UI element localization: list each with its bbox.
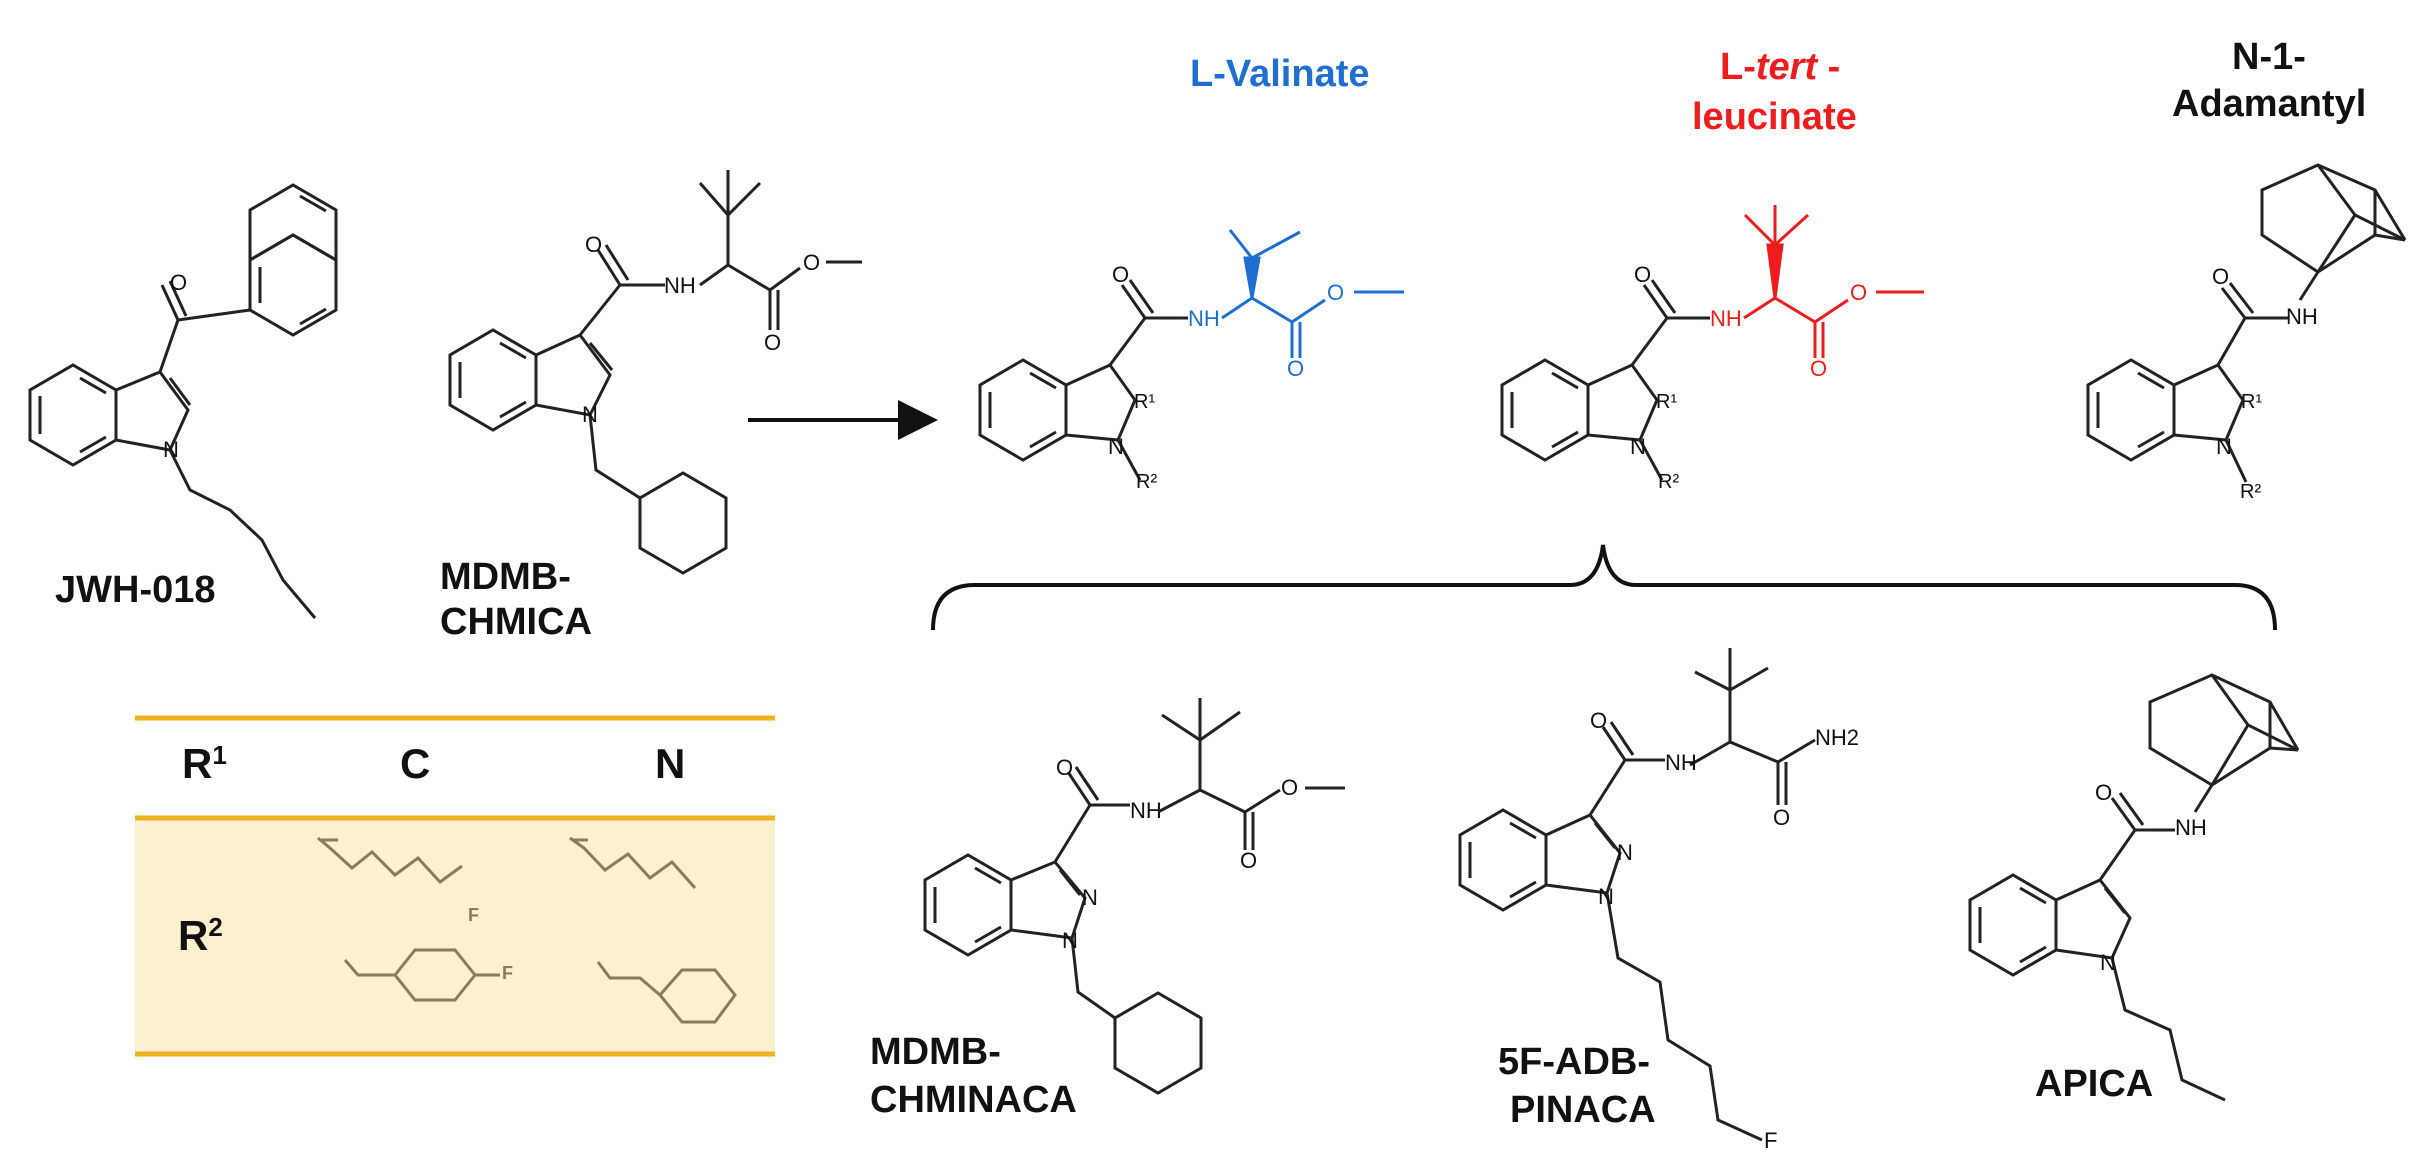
atom-n-jwh: N: [163, 437, 179, 462]
atom-n-chminaca-1: N: [1062, 928, 1078, 953]
atom-o-chmica-1: O: [585, 232, 603, 257]
atom-r2-tle: R²: [1658, 471, 1680, 493]
table-r2-row-fill: [135, 818, 775, 1054]
mdmb-chmica-structure: [448, 170, 862, 575]
tert-leucinate-scaffold-structure: [1500, 279, 1710, 481]
label-mdmb-chminaca-line1: MDMB-: [870, 1031, 1001, 1073]
atom-n-apica: N: [2100, 950, 2116, 975]
atom-nh-val: NH: [1188, 306, 1220, 331]
atom-n-val: N: [1108, 434, 1124, 459]
header-tert-leucinate-line1: L-tert -: [1720, 46, 1841, 88]
atom-r2-val: R²: [1136, 471, 1158, 493]
atom-f-table-2: F: [502, 963, 513, 983]
atom-nh-chminaca: NH: [1130, 798, 1162, 823]
atom-n-chmica: N: [582, 402, 598, 427]
grouping-bracket: [931, 544, 2277, 631]
atom-r2-ada: R²: [2240, 481, 2262, 503]
atom-nh-apica: NH: [2175, 815, 2207, 840]
label-mdmb-chmica-line2: CHMICA: [440, 601, 592, 643]
table-r2-label: R2: [178, 912, 223, 959]
table-r1-label: R1: [182, 740, 227, 787]
atom-o-pinaca-2: O: [1773, 805, 1791, 830]
atom-o-val-1: O: [1112, 262, 1130, 287]
label-5f-adb-pinaca-line2: PINACA: [1510, 1089, 1656, 1131]
atom-o-chminaca-2: O: [1240, 848, 1258, 873]
header-tert-leucinate-line2: leucinate: [1692, 96, 1857, 138]
label-apica: APICA: [2035, 1063, 2154, 1105]
substituent-table: [135, 715, 775, 1057]
apica-structure: [1968, 673, 2300, 1102]
atom-o-chmica-2: O: [764, 330, 782, 355]
label-jwh-018: JWH-018: [55, 569, 216, 611]
table-col-c: C: [400, 740, 431, 787]
atom-o-val-3: O: [1327, 280, 1345, 305]
label-5f-adb-pinaca-line1: 5F-ADB-: [1498, 1041, 1650, 1083]
atom-o-val-2: O: [1287, 356, 1305, 381]
atom-n-pinaca-1: N: [1598, 884, 1614, 909]
atom-o-tle-1: O: [1634, 262, 1652, 287]
table-substituent-drawings: [317, 836, 737, 1024]
atom-o-ada: O: [2212, 264, 2230, 289]
atom-r1-tle: R¹: [1656, 391, 1678, 413]
atom-n-tle: N: [1630, 434, 1646, 459]
atom-n-chminaca-2: N: [1082, 885, 1098, 910]
5f-adb-pinaca-structure: [1458, 648, 1816, 1142]
adamantyl-scaffold-structure: [2086, 163, 2407, 483]
label-mdmb-chmica-line1: MDMB-: [440, 556, 571, 598]
atom-o-jwh: O: [170, 270, 188, 295]
atom-o-tle-2: O: [1810, 356, 1828, 381]
atom-o-chmica-3: O: [803, 250, 821, 275]
table-col-n: N: [655, 740, 686, 787]
atom-r1-val: R¹: [1134, 391, 1156, 413]
atom-f-table-1: F: [468, 905, 479, 925]
atom-nh-tle: NH: [1710, 306, 1742, 331]
atom-nh-chmica: NH: [664, 273, 696, 298]
atom-nh2-pinaca: NH2: [1815, 725, 1860, 750]
atom-f-pinaca: F: [1764, 1128, 1778, 1153]
atom-o-tle-3: O: [1850, 280, 1868, 305]
atom-o-apica: O: [2095, 780, 2113, 805]
valinate-scaffold-structure: [978, 279, 1188, 481]
atom-nh-ada: NH: [2286, 304, 2318, 329]
atom-r1-ada: R¹: [2241, 391, 2263, 413]
atom-o-chminaca-1: O: [1056, 755, 1074, 780]
atom-o-pinaca-1: O: [1590, 708, 1608, 733]
header-l-valinate: L-Valinate: [1190, 53, 1370, 95]
header-adamantyl-line1: N-1-: [2232, 36, 2306, 78]
header-adamantyl-line2: Adamantyl: [2172, 83, 2367, 125]
valinate-residue: [1221, 229, 1404, 358]
jwh-018-structure: [28, 183, 338, 619]
label-mdmb-chminaca-line2: CHMINACA: [870, 1079, 1077, 1121]
atom-o-chminaca-3: O: [1281, 775, 1299, 800]
atom-n-pinaca-2: N: [1617, 840, 1633, 865]
atom-nh-pinaca: NH: [1665, 750, 1697, 775]
tert-leucinate-residue: [1743, 205, 1924, 358]
mdmb-chminaca-structure: [923, 698, 1345, 1095]
atom-n-ada: N: [2216, 434, 2232, 459]
